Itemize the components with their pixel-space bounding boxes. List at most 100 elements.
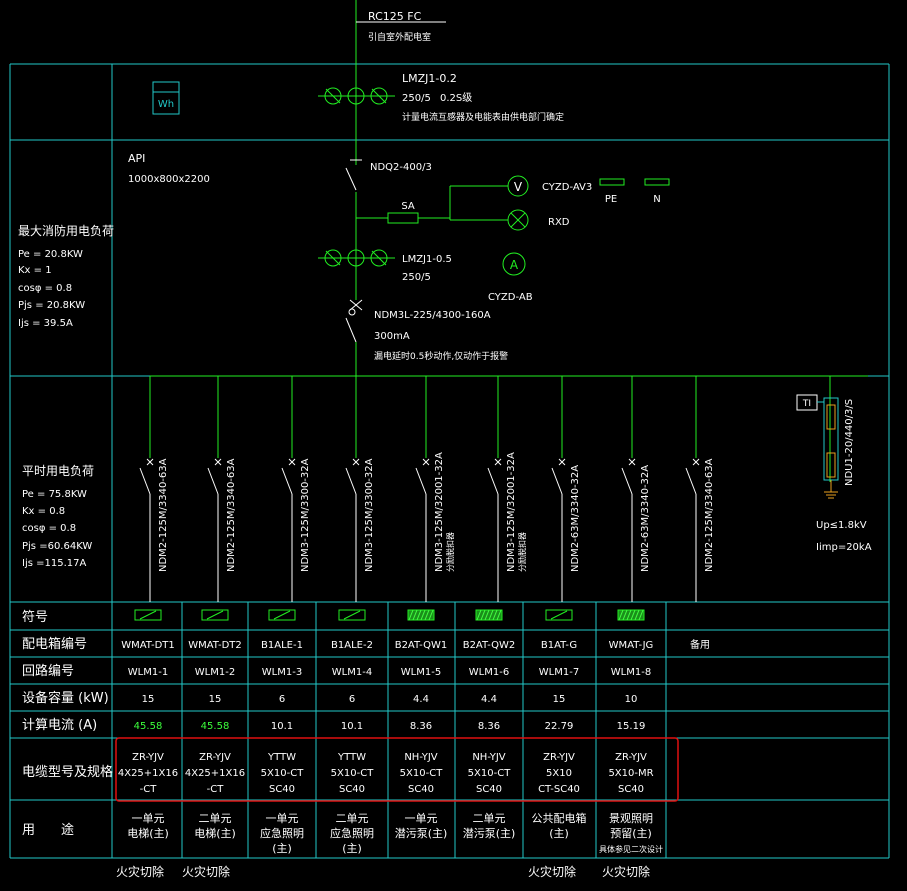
panel-size: 1000x800x2200	[128, 174, 210, 185]
capacity-cell: 6	[349, 694, 355, 705]
fire-load-line: Pe = 20.8KW	[18, 249, 83, 260]
spd-imp: Iimp=20kA	[816, 542, 872, 553]
current-cell: 22.79	[545, 721, 574, 732]
fire-load-title: 最大消防用电负荷	[18, 223, 114, 238]
use-cell: 二单元	[199, 812, 232, 825]
breaker-symbol	[617, 609, 645, 621]
cable-spec-cell: ZR-YJV	[615, 752, 647, 763]
box-id-cell: 备用	[690, 638, 710, 651]
use-cell: 二单元	[336, 812, 369, 825]
cable-spec-cell: 5X10-MR	[608, 768, 653, 779]
cable-spec-cell: YTTW	[267, 752, 296, 763]
frame-grid	[9, 63, 890, 859]
main-isolator: NDQ2-400/3	[345, 159, 432, 300]
normal-load-line: cosφ = 0.8	[22, 523, 76, 534]
header-use: 用 途	[22, 822, 74, 838]
ct-top-model: LMZJ1-0.2	[402, 72, 457, 85]
cable-spec-cell: SC40	[408, 784, 434, 795]
circuit-cell: WLM1-3	[262, 667, 302, 678]
normal-load-line: Pjs =60.64KW	[22, 541, 92, 552]
ct-top-note: 计量电流互感器及电能表由供电部门确定	[402, 111, 564, 123]
cable-highlight-box	[115, 737, 679, 802]
ammeter-model: CYZD-AB	[488, 292, 533, 303]
rcd-note: 漏电延时0.5秒动作,仅动作于报警	[374, 350, 508, 362]
capacity-cell: 6	[279, 694, 285, 705]
use-cell: 应急照明	[260, 826, 304, 840]
feeder-1: NDM2-125M/3340-63A	[139, 376, 169, 602]
cable-spec-cell: 5X10-CT	[468, 768, 512, 779]
fire-cut-label: 火灾切除	[528, 864, 576, 879]
cable-spec-cell: 4X25+1X16	[185, 768, 245, 779]
circuit-cell: WLM1-5	[401, 667, 441, 678]
current-cell: 8.36	[478, 721, 500, 732]
breaker-model: NDM3-125M/3300-32A	[364, 458, 375, 572]
surge-protector: TI NDU1-20/440/3/S Up≤1.8kV Iimp=20kA	[796, 376, 872, 553]
feeder-4: NDM3-125M/3300-32A	[345, 376, 375, 602]
current-cell: 45.58	[201, 721, 230, 732]
box-id-cell: B1AT-G	[541, 640, 577, 651]
use-cell: 景观照明	[609, 812, 653, 825]
fire-cut-label: 火灾切除	[182, 864, 230, 879]
cable-spec-cell: SC40	[618, 784, 644, 795]
use-cell: 公共配电箱	[532, 811, 587, 825]
spd-model: NDU1-20/440/3/S	[844, 399, 855, 486]
breaker-model: NDM2-125M/3340-63A	[704, 458, 715, 572]
header-box-id: 配电箱编号	[22, 636, 87, 652]
cable-spec-cell: SC40	[269, 784, 295, 795]
cable-spec-cell: 5X10-CT	[331, 768, 375, 779]
header-current: 计算电流 (A)	[22, 718, 97, 733]
normal-load-block: 平时用电负荷 Pe = 75.8KW Kx = 0.8 cosφ = 0.8 P…	[22, 464, 94, 569]
cable-spec-cell: SC40	[339, 784, 365, 795]
feeder-2: NDM2-125M/3340-63A	[207, 376, 237, 602]
feeder-9: NDM2-125M/3340-63A	[685, 376, 715, 602]
breaker-model: NDM2-125M/3340-63A	[226, 458, 237, 572]
rcd-model: NDM3L-225/4300-160A	[374, 310, 491, 321]
energy-meter: Wh	[152, 81, 180, 115]
capacity-cell: 15	[553, 694, 566, 705]
normal-load-title: 平时用电负荷	[22, 464, 94, 478]
current-cell: 45.58	[134, 721, 163, 732]
cable-spec-cell: SC40	[476, 784, 502, 795]
use-cell: 具体参见二次设计	[599, 844, 663, 854]
ct-top-ratio: 250/5	[402, 93, 431, 104]
header-circuit: 回路编号	[22, 663, 74, 679]
breaker-symbol	[268, 609, 296, 621]
current-transformer-top: LMZJ1-0.2 250/5 0.2S级 计量电流互感器及电能表由供电部门确定	[318, 72, 564, 123]
capacity-cell: 4.4	[481, 694, 497, 705]
circuit-cell: WLM1-8	[611, 667, 651, 678]
capacity-cell: 10	[625, 694, 638, 705]
voltmeter-symbol: V	[514, 180, 523, 194]
current-cell: 10.1	[271, 721, 293, 732]
header-capacity: 设备容量 (kW)	[22, 690, 109, 706]
normal-load-line: Ijs =115.17A	[22, 558, 86, 569]
breaker-symbol	[201, 609, 229, 621]
voltmeter-model: CYZD-AV3	[542, 182, 592, 193]
breaker-symbol	[407, 609, 435, 621]
circuit-cell: WLM1-7	[539, 667, 579, 678]
use-cell: (主)	[342, 842, 362, 855]
header-cable: 电缆型号及规格	[22, 764, 113, 780]
circuit-cell: WLM1-4	[332, 667, 372, 678]
fire-load-line: Pjs = 20.8KW	[18, 300, 85, 311]
feeder-3: NDM3-125M/3300-32A	[281, 376, 311, 602]
sa-label: SA	[401, 201, 415, 212]
cable-spec-cell: -CT	[140, 784, 158, 795]
normal-load-line: Pe = 75.8KW	[22, 489, 87, 500]
breaker-model: NDM3-125M/3300-32A	[300, 458, 311, 572]
breaker-model: NDM3-125M/32001-32A	[506, 452, 517, 572]
capacity-cell: 15	[209, 694, 222, 705]
pe-label: PE	[605, 194, 617, 205]
cable-spec-cell: NH-YJV	[404, 752, 437, 763]
breaker-symbol	[134, 609, 162, 621]
breaker-model: NDM2-63M/3340-32A	[640, 465, 651, 572]
ct-bottom-model: LMZJ1-0.5	[402, 254, 452, 265]
breaker-model: NDM3-125M/32001-32A	[434, 452, 445, 572]
fire-cut-label: 火灾切除	[116, 864, 164, 879]
use-cell: 潜污泵(主)	[395, 826, 448, 840]
cable-spec-cell: ZR-YJV	[132, 752, 164, 763]
ammeter-symbol: A	[510, 258, 519, 272]
breaker-model: NDM2-63M/3340-32A	[570, 465, 581, 572]
normal-load-line: Kx = 0.8	[22, 506, 65, 517]
